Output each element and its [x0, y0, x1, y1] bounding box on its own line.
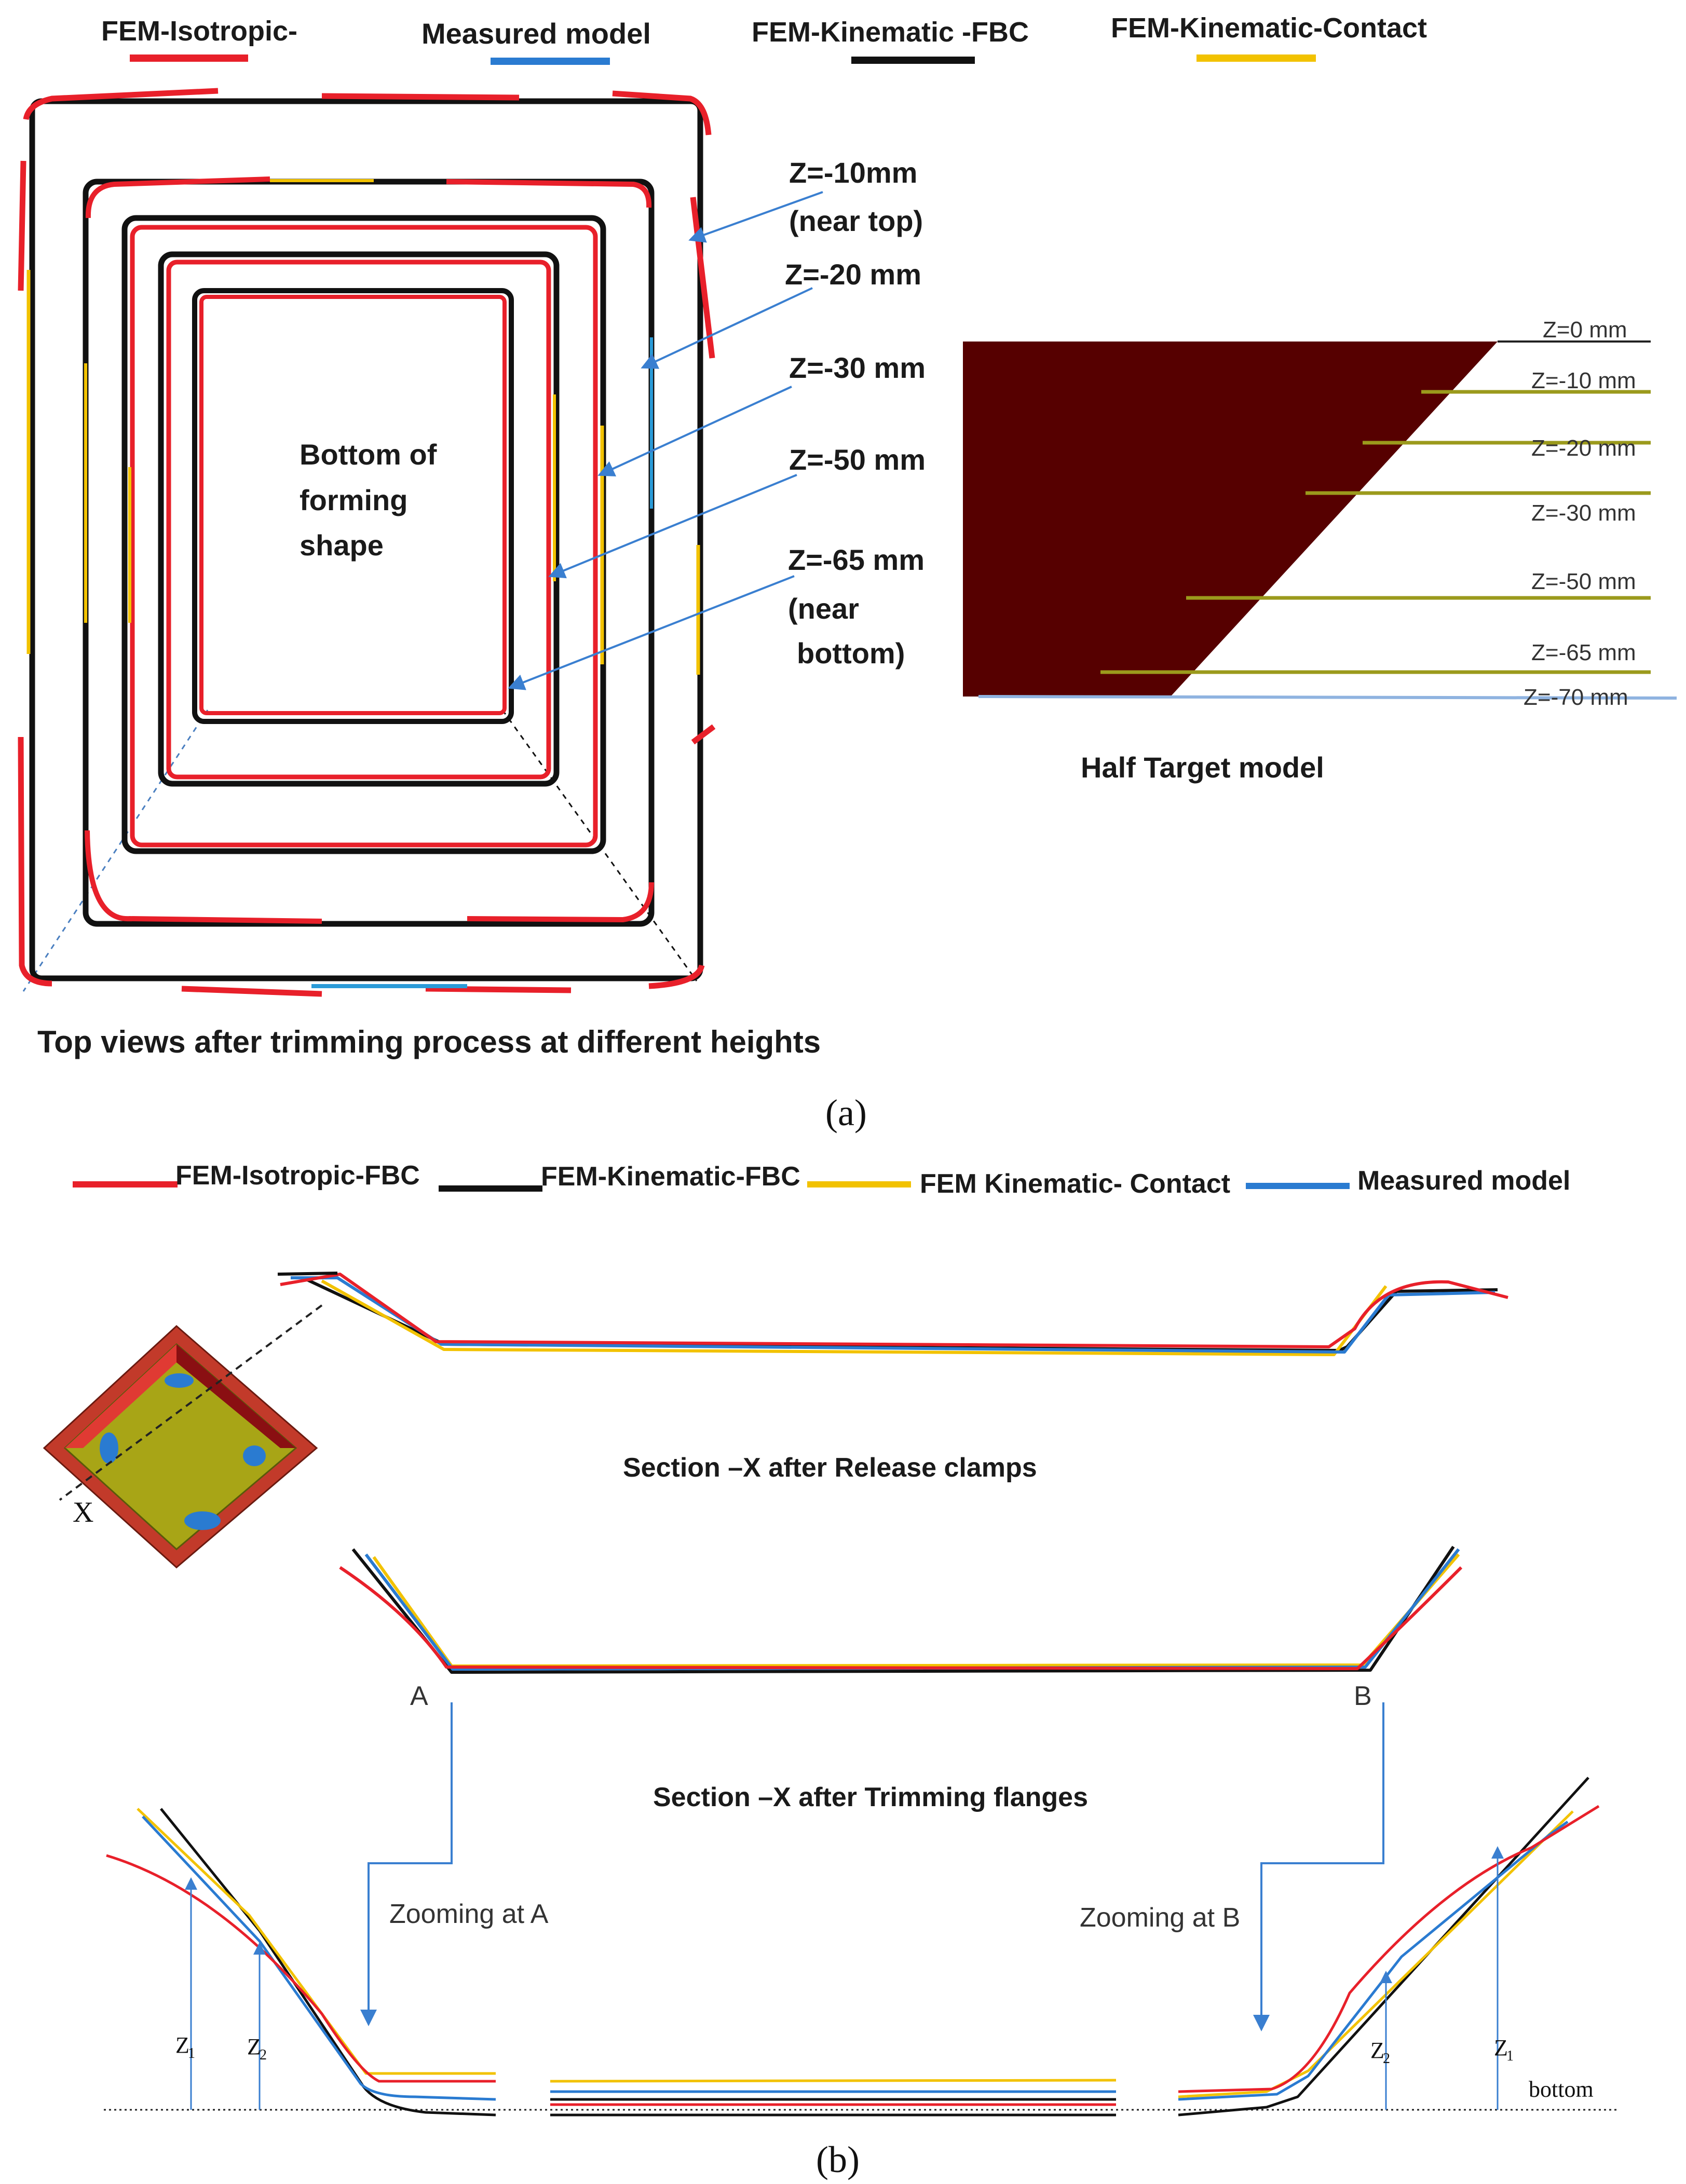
annot-z65-line1: Z=-65 mm — [788, 543, 924, 576]
level-z20: Z=-20 mm — [1531, 435, 1636, 461]
z1-left-label: Z — [175, 2032, 189, 2058]
bottom-shape-line3: shape — [300, 529, 384, 562]
panel-a-label: (a) — [825, 1092, 867, 1134]
bottom-label: bottom — [1529, 2077, 1594, 2102]
annot-z30: Z=-30 mm — [789, 351, 926, 384]
panel-b-label: (b) — [816, 2139, 860, 2180]
arrow-z50 — [548, 474, 797, 579]
zoom-b-arrow — [1253, 1702, 1384, 2031]
section-trimming-caption: Section –X after Trimming flanges — [653, 1782, 1088, 1812]
zoom-b-profiles — [1178, 1777, 1600, 2117]
contour-z50 — [158, 251, 560, 787]
contour-z20 — [83, 176, 655, 927]
arrow-z30 — [597, 386, 792, 476]
panel-a-legend: FEM-Isotropic- Measured model FEM-Kinema… — [101, 12, 1427, 65]
point-b-label: B — [1354, 1681, 1372, 1711]
zoom-b-label: Zooming at B — [1080, 1903, 1240, 1933]
bottom-shape-line2: forming — [300, 484, 407, 516]
top-view-contours: Z=-10mm (near top) Z=-20 mm Z=-30 mm Z=-… — [18, 88, 926, 997]
corner-guide-bottom-left — [22, 709, 209, 992]
part-3d-thumbnail: X — [43, 1304, 323, 1568]
z70-line — [978, 695, 1677, 700]
z2-left-label: Z — [247, 2034, 261, 2059]
level-z30: Z=-30 mm — [1531, 500, 1636, 526]
panel-b-legend: FEM-Isotropic-FBC FEM-Kinematic-FBC FEM … — [73, 1161, 1570, 1199]
arrow-z10 — [688, 191, 823, 243]
target-section-shape — [963, 342, 1498, 697]
contour-z65 — [192, 288, 514, 724]
level-z70: Z=-70 mm — [1524, 685, 1628, 710]
z1-left-sub: 1 — [188, 2045, 195, 2062]
level-z10: Z=-10 mm — [1531, 368, 1636, 393]
section-trimming-profiles — [339, 1546, 1463, 1674]
zoom-a-profiles — [106, 1808, 496, 2117]
z2-right-label: Z — [1370, 2038, 1384, 2063]
contour-z10 — [18, 88, 716, 997]
half-target-model: Z=0 mm Z=-10 mm Z=-20 mm Z=-30 mm Z=-50 … — [963, 317, 1677, 784]
legend-measured-label: Measured model — [421, 17, 651, 50]
axis-mark-x: X — [73, 1496, 93, 1528]
zoom-middle-profiles — [550, 2079, 1117, 2117]
legend-b-kinematic-fbc-label: FEM-Kinematic-FBC — [541, 1162, 800, 1192]
annot-z10-line1: Z=-10mm — [789, 156, 917, 189]
legend-kinematic-fbc-label: FEM-Kinematic -FBC — [752, 17, 1029, 48]
level-z65: Z=-65 mm — [1531, 640, 1636, 665]
annot-z10-line2: (near top) — [789, 204, 923, 237]
annot-z65-line3: bottom) — [797, 637, 905, 670]
section-release-profiles — [277, 1272, 1508, 1356]
point-a-label: A — [410, 1681, 428, 1711]
caption-top-views: Top views after trimming process at diff… — [37, 1025, 821, 1059]
level-z0: Z=0 mm — [1543, 317, 1627, 343]
legend-isotropic-label: FEM-Isotropic- — [101, 16, 297, 47]
zoom-a-label: Zooming at A — [389, 1899, 549, 1929]
legend-b-measured-label: Measured model — [1357, 1166, 1570, 1196]
legend-kinematic-contact-label: FEM-Kinematic-Contact — [1111, 12, 1427, 44]
arrow-z20 — [641, 287, 813, 369]
section-release-caption: Section –X after Release clamps — [623, 1453, 1037, 1483]
z1-right-label: Z — [1494, 2035, 1508, 2060]
bottom-shape-line1: Bottom of — [300, 438, 437, 471]
z2-left-sub: 2 — [260, 2047, 267, 2063]
annot-z20: Z=-20 mm — [785, 258, 921, 291]
arrow-z65 — [508, 575, 795, 690]
zoom-a-arrow — [360, 1702, 453, 2026]
level-z50: Z=-50 mm — [1531, 569, 1636, 594]
annot-z50: Z=-50 mm — [789, 443, 926, 476]
annot-z65-line2: (near — [788, 592, 859, 625]
legend-b-isotropic-label: FEM-Isotropic-FBC — [175, 1161, 420, 1191]
z2-right-sub: 2 — [1383, 2051, 1390, 2067]
z1-right-sub: 1 — [1506, 2048, 1514, 2064]
legend-b-kinematic-contact-label: FEM Kinematic- Contact — [920, 1169, 1230, 1199]
half-target-title: Half Target model — [1081, 751, 1324, 784]
